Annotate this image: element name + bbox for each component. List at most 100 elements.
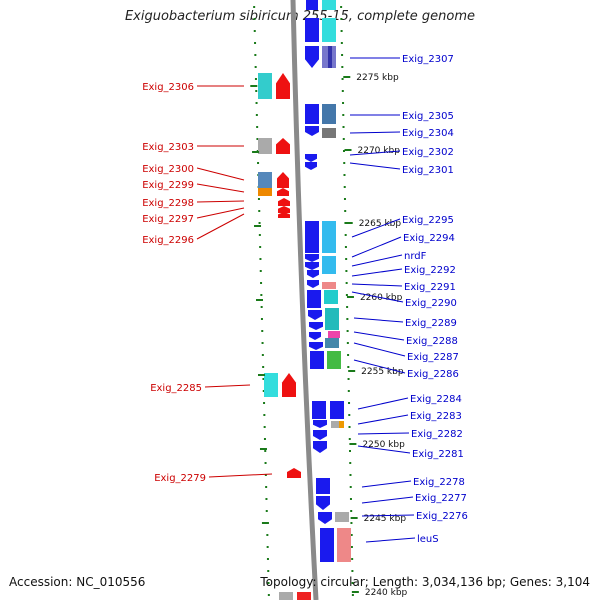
kbp-tick-mark: [346, 296, 354, 298]
guide-dot: [255, 114, 258, 116]
gene-feature: [327, 351, 341, 369]
gene-feature: [279, 592, 293, 600]
guide-dot: [345, 294, 348, 296]
gene-label-left[interactable]: Exig_2285: [150, 383, 202, 394]
guide-dot: [266, 558, 269, 560]
guide-dot: [340, 42, 343, 44]
gene-label-left[interactable]: Exig_2299: [142, 180, 194, 191]
guide-dot: [262, 378, 265, 380]
gene-label-right[interactable]: Exig_2302: [402, 147, 454, 158]
guide-dot: [264, 462, 267, 464]
guide-dot: [255, 90, 258, 92]
label-leader: [349, 162, 401, 170]
gene-label-right[interactable]: Exig_2288: [406, 336, 458, 347]
gene-label-right[interactable]: Exig_2307: [402, 54, 454, 65]
guide-dot: [260, 318, 263, 320]
guide-dot: [343, 186, 346, 188]
guide-dot: [259, 246, 262, 248]
gene-label-right[interactable]: Exig_2282: [411, 429, 463, 440]
gene-label-right[interactable]: nrdF: [404, 251, 427, 262]
gene-label-right[interactable]: Exig_2295: [402, 215, 454, 226]
cds-feature: [305, 104, 319, 124]
guide-dot: [340, 30, 343, 32]
guide-dot: [351, 582, 354, 584]
cds-arrow: [305, 126, 319, 136]
cds-feature: [312, 401, 326, 419]
guide-dot: [258, 222, 261, 224]
gene-label-left[interactable]: Exig_2296: [142, 235, 194, 246]
guide-dot: [254, 78, 257, 80]
gene-label-right[interactable]: Exig_2283: [410, 411, 462, 422]
label-leader: [361, 480, 412, 488]
feature-layer: [258, 0, 351, 600]
guide-dot: [344, 222, 347, 224]
gene-label-right[interactable]: Exig_2291: [404, 282, 456, 293]
guide-dot: [254, 66, 257, 68]
gene-label-right[interactable]: Exig_2292: [404, 265, 456, 276]
gene-label-right[interactable]: Exig_2276: [416, 511, 468, 522]
guide-dot: [345, 282, 348, 284]
gene-label-right[interactable]: Exig_2277: [415, 493, 467, 504]
gene-label-left[interactable]: Exig_2297: [142, 214, 194, 225]
kbp-tick-label: 2250 kbp: [362, 440, 405, 450]
label-leader: [361, 514, 415, 517]
kbp-tick-mark: [256, 299, 263, 301]
guide-dot: [349, 462, 352, 464]
guide-dot: [346, 342, 349, 344]
cds-arrow: [277, 188, 289, 196]
gene-label-right[interactable]: Exig_2304: [402, 128, 454, 139]
label-leader: [353, 331, 405, 341]
gene-label-right[interactable]: Exig_2278: [413, 477, 465, 488]
gene-label-left[interactable]: Exig_2306: [142, 82, 194, 93]
guide-dot: [254, 54, 257, 56]
gene-label-right[interactable]: Exig_2305: [402, 111, 454, 122]
cds-arrow: [308, 310, 322, 320]
guide-dot: [343, 162, 346, 164]
guide-dot: [347, 378, 350, 380]
guide-dot: [254, 42, 257, 44]
gene-label-right[interactable]: Exig_2294: [403, 233, 455, 244]
label-leader: [351, 283, 403, 287]
gene-label-right[interactable]: leuS: [417, 534, 439, 545]
label-leader: [196, 183, 245, 193]
label-leader: [351, 268, 403, 277]
guide-dot: [347, 354, 350, 356]
guide-dot: [344, 210, 347, 212]
cds-arrow: [305, 46, 319, 68]
guide-dot: [261, 354, 264, 356]
gene-label-right[interactable]: Exig_2287: [407, 352, 459, 363]
guide-dot: [258, 234, 261, 236]
guide-dot: [260, 282, 263, 284]
gene-label-right[interactable]: Exig_2290: [405, 298, 457, 309]
cds-feature: [305, 221, 319, 253]
guide-dot: [262, 390, 265, 392]
guide-dot: [340, 6, 343, 8]
gene-label-left[interactable]: Exig_2298: [142, 198, 194, 209]
gene-feature: [328, 46, 332, 68]
gene-label-right[interactable]: Exig_2286: [407, 369, 459, 380]
cds-arrow: [316, 496, 330, 510]
kbp-tick-mark: [261, 522, 269, 524]
gene-label-right[interactable]: Exig_2284: [410, 394, 462, 405]
gene-label-left[interactable]: Exig_2279: [154, 473, 206, 484]
guide-dot: [343, 198, 346, 200]
gene-label-right[interactable]: Exig_2281: [412, 449, 464, 460]
guide-dot: [351, 594, 354, 596]
gene-feature: [328, 331, 340, 338]
guide-dot: [342, 114, 345, 116]
gene-label-left[interactable]: Exig_2303: [142, 142, 194, 153]
guide-dot: [256, 126, 259, 128]
label-leader: [204, 384, 251, 388]
cds-feature: [310, 351, 324, 369]
label-leader: [208, 473, 273, 478]
guide-dot: [265, 498, 268, 500]
gene-label-left[interactable]: Exig_2300: [142, 164, 194, 175]
guide-dot: [263, 438, 266, 440]
guide-dot: [259, 270, 262, 272]
gene-label-right[interactable]: Exig_2289: [405, 318, 457, 329]
guide-dot: [341, 78, 344, 80]
gene-label-right[interactable]: Exig_2301: [402, 165, 454, 176]
guide-dot: [342, 138, 345, 140]
guide-dot: [348, 438, 351, 440]
gene-feature: [335, 512, 349, 522]
